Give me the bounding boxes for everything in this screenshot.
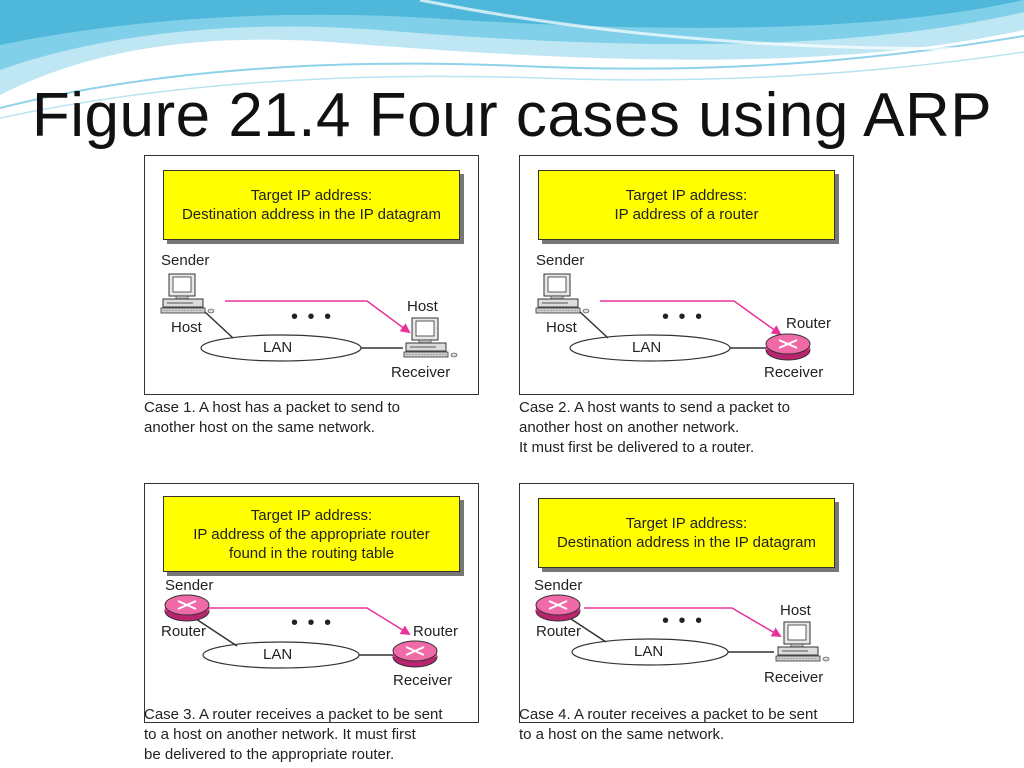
box-line: Target IP address: [625,187,748,204]
arp-arrow [225,300,411,334]
lan-label: LAN [634,643,664,660]
ellipsis-dots: • • • [291,612,334,634]
case-4-caption: Case 4. A router receives a packet to be… [519,705,818,745]
receiver-router-icon [392,640,438,668]
ellipsis-dots: • • • [662,610,705,632]
case-1-caption: Case 1. A host has a packet to send to a… [144,398,400,438]
sender-type-label: Host [546,319,577,336]
arp-arrow [209,607,411,636]
caption-line: to a host on the same network. [519,726,725,743]
case-4-network-diagram [535,594,830,666]
receiver-router-icon [765,333,811,361]
case-1-panel: Target IP address: Destination address i… [144,155,479,395]
receiver-host-icon [775,621,830,662]
receiver-label: Receiver [764,669,824,686]
box-line: IP address of a router [614,206,759,223]
case-4-panel: Target IP address: Destination address i… [519,483,854,723]
lan-label: LAN [632,339,662,356]
receiver-type-label: Router [786,315,832,332]
caption-line: to a host on another network. It must fi… [144,726,416,743]
receiver-label: Receiver [764,364,824,381]
box-line: Target IP address: [625,515,748,532]
box-line: Target IP address: [250,506,373,524]
case-2-network-diagram [535,273,811,362]
case-2-panel: Target IP address: IP address of a route… [519,155,854,395]
receiver-label: Receiver [393,672,453,689]
sender-label: Sender [534,577,583,594]
sender-router-icon [535,594,581,622]
case-1-network-diagram [160,273,458,362]
sender-label: Sender [161,252,210,269]
sender-label: Sender [165,577,214,594]
caption-line: another host on the same network. [144,419,375,436]
sender-host-icon [160,273,215,314]
box-line: found in the routing table [228,544,395,562]
receiver-type-label: Router [413,623,459,640]
case-3-panel: Target IP address: IP address of the app… [144,483,479,723]
target-ip-box: Target IP address: IP address of the app… [163,496,460,572]
ellipsis-dots: • • • [291,306,334,328]
arp-arrow [600,300,782,336]
caption-line: Case 3. A router receives a packet to be… [144,706,443,723]
receiver-label: Receiver [391,364,451,381]
caption-line: Case 2. A host wants to send a packet to [519,399,791,416]
header-wave-decoration [0,0,1024,119]
sender-host-icon [535,273,590,314]
receiver-type-label: Host [407,298,438,315]
receiver-type-label: Host [780,602,811,619]
link-line [204,311,234,339]
target-ip-box: Target IP address: Destination address i… [163,170,460,240]
target-ip-box: Target IP address: Destination address i… [538,498,835,568]
sender-label: Sender [536,252,585,269]
case-3-network-diagram [164,594,438,669]
lan-label: LAN [263,646,293,663]
lan-label: LAN [263,339,293,356]
receiver-host-icon [403,317,458,358]
caption-line: be delivered to the appropriate router. [144,746,395,763]
link-line [567,616,607,643]
ellipsis-dots: • • • [662,306,705,328]
arp-arrow [584,607,782,638]
caption-line: another host on another network. [519,419,740,436]
link-line [192,616,238,647]
box-line: Target IP address: [250,187,373,204]
sender-type-label: Host [171,319,202,336]
case-3-caption: Case 3. A router receives a packet to be… [144,705,443,765]
caption-line: It must first be delivered to a router. [519,439,755,456]
caption-line: Case 1. A host has a packet to send to [144,399,401,416]
arp-figure: Target IP address: Destination address i… [144,155,856,768]
link-line [579,311,609,339]
sender-router-icon [164,594,210,622]
case-2-caption: Case 2. A host wants to send a packet to… [519,398,790,458]
target-ip-box: Target IP address: IP address of a route… [538,170,835,240]
box-line: Destination address in the IP datagram [556,534,817,551]
box-line: Destination address in the IP datagram [181,206,442,223]
slide-title: Figure 21.4 Four cases using ARP [31,81,993,150]
box-line: IP address of the appropriate router [193,525,430,543]
caption-line: Case 4. A router receives a packet to be… [519,706,818,723]
sender-type-label: Router [161,623,207,640]
sender-type-label: Router [536,623,582,640]
